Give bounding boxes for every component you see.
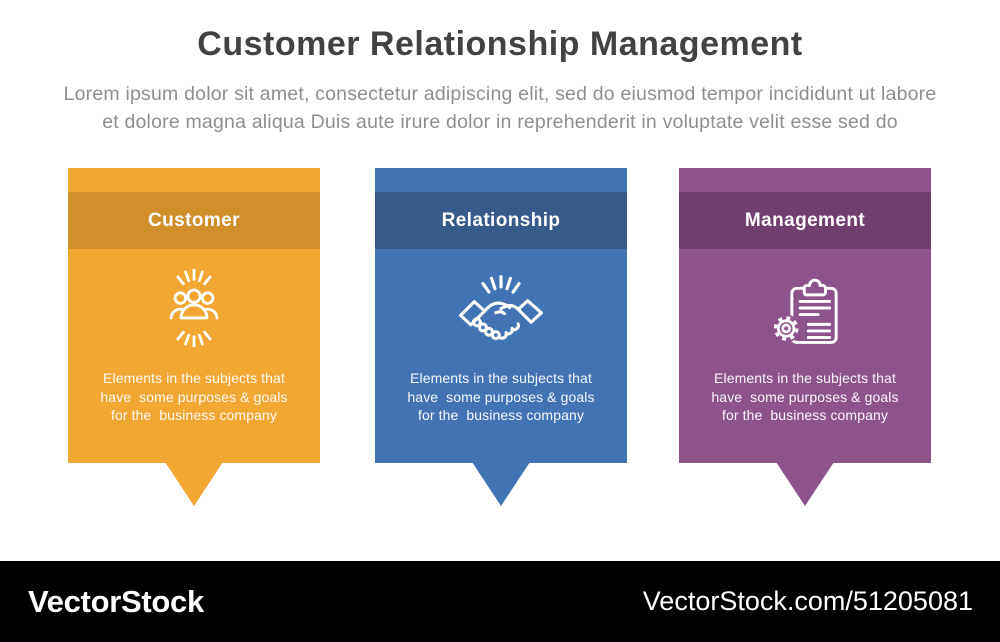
card-customer: Customer <box>68 168 320 506</box>
card-relationship-header-band: Relationship <box>375 192 627 249</box>
subtitle: Lorem ipsum dolor sit amet, consectetur … <box>0 80 1000 136</box>
card-relationship-description: Elements in the subjects that have some … <box>407 370 595 423</box>
vectorstock-credit-url: VectorStock.com/51205081 <box>642 586 973 616</box>
card-management: Management Element <box>679 168 931 506</box>
customer-group-icon <box>68 262 320 354</box>
card-customer-label: Customer <box>148 209 240 231</box>
card-management-label: Management <box>744 209 866 231</box>
clipboard-gear-icon <box>679 262 931 354</box>
handshake-icon <box>375 262 627 354</box>
page-title: Customer Relationship Management <box>197 25 803 63</box>
card-management-callout-tail <box>776 462 834 506</box>
card-customer-description: Elements in the subjects that have some … <box>100 370 288 423</box>
card-relationship-callout-tail <box>472 462 530 506</box>
card-relationship-label: Relationship <box>441 209 561 231</box>
card-customer-header-band: Customer <box>68 192 320 249</box>
card-relationship: Relationship <box>375 168 627 506</box>
card-customer-callout-tail <box>165 462 223 506</box>
subtitle-line-2: et dolore magna aliqua Duis aute irure d… <box>102 111 898 133</box>
card-management-description: Elements in the subjects that have some … <box>711 370 899 423</box>
card-management-header-band: Management <box>679 192 931 249</box>
vectorstock-logo: VectorStock <box>28 583 204 619</box>
subtitle-line-1: Lorem ipsum dolor sit amet, consectetur … <box>63 83 937 105</box>
footer-bar: VectorStock VectorStock.com/51205081 <box>0 561 1000 642</box>
